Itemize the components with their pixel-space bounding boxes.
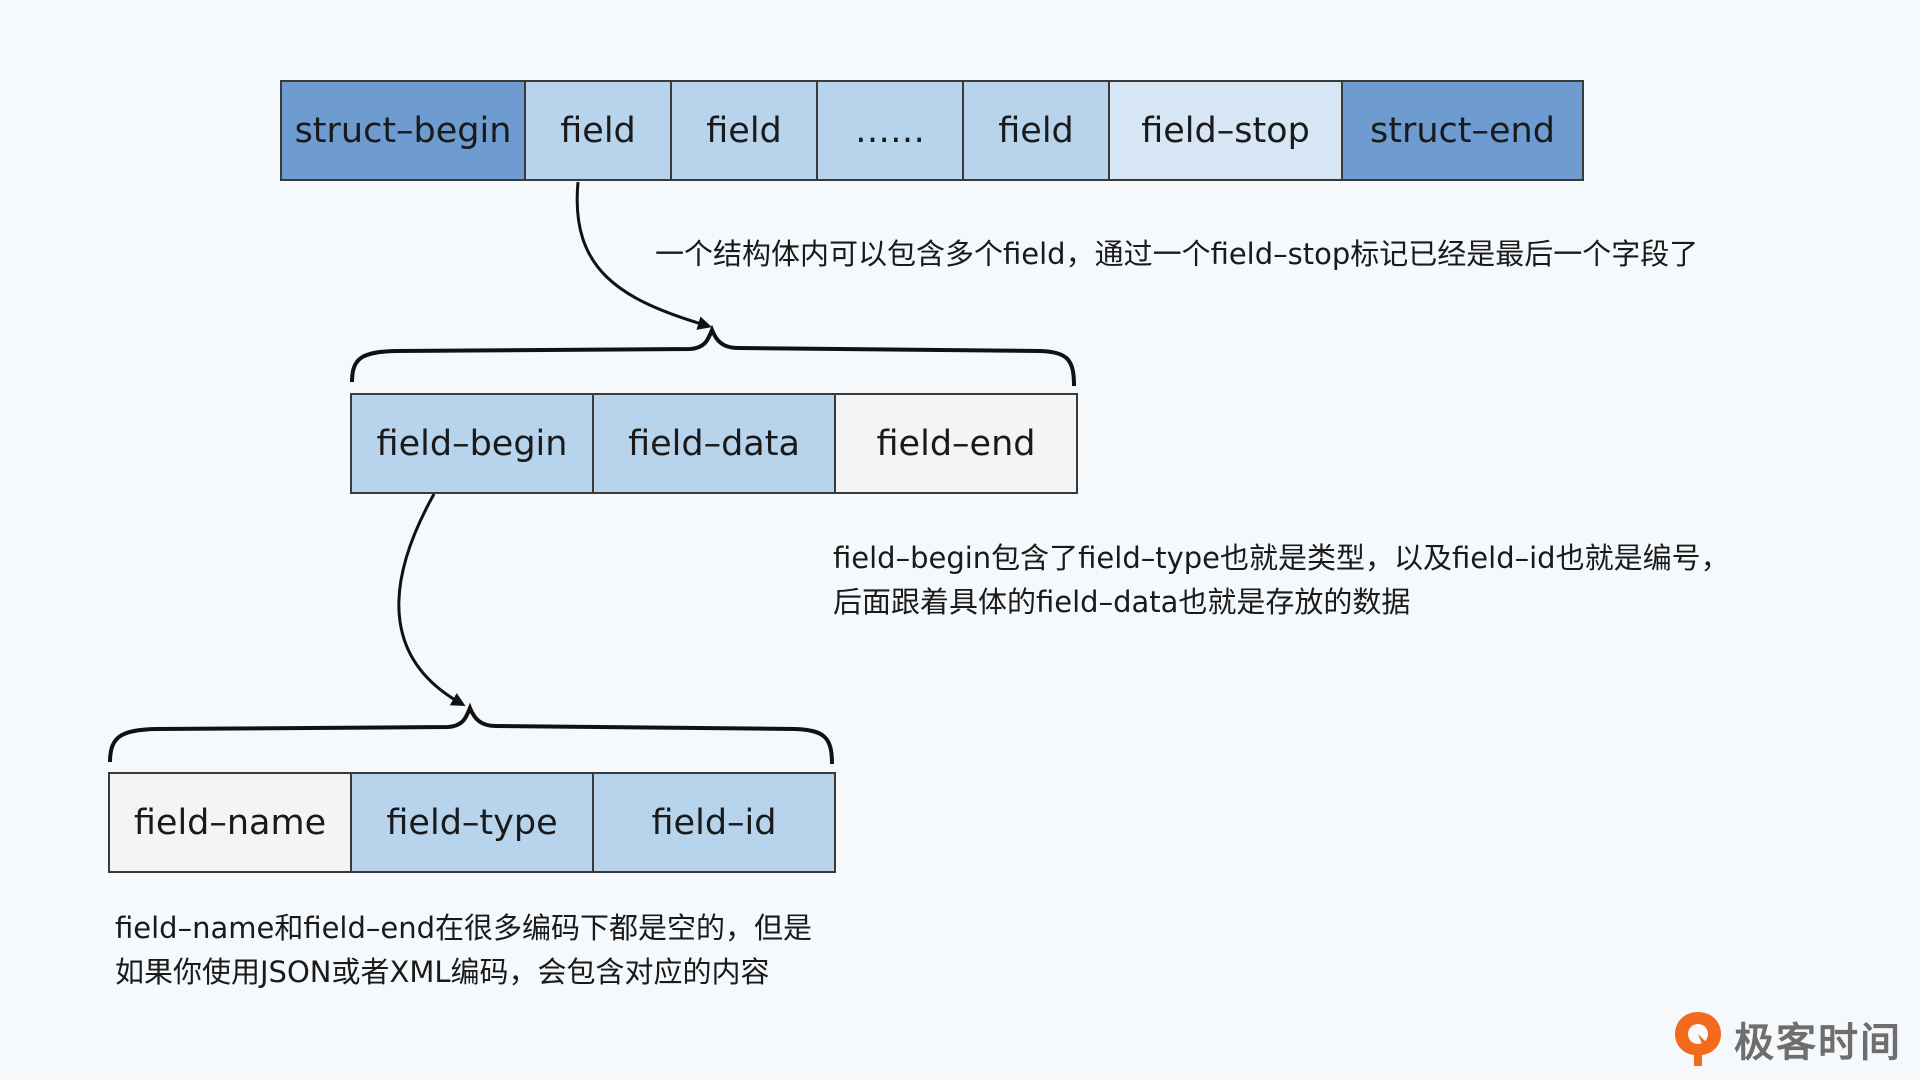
struct-end-cell: struct–end — [1343, 82, 1582, 179]
field-end-cell: field–end — [836, 395, 1076, 492]
field-cell: field — [964, 82, 1110, 179]
field-id-cell: field–id — [594, 774, 834, 871]
geektime-logo-icon — [1675, 1012, 1721, 1066]
ellipsis-cell: …… — [818, 82, 964, 179]
field-begin-cell: field–begin — [352, 395, 594, 492]
field-type-cell: field–type — [352, 774, 594, 871]
brand-logo: 极客时间 — [1672, 1010, 1902, 1068]
field-data-cell: field–data — [594, 395, 836, 492]
arrow-begin-to-begin-detail — [397, 493, 466, 706]
brace-begin-detail — [108, 702, 834, 765]
struct-begin-cell: struct–begin — [282, 82, 526, 179]
field-row: field–begin field–data field–end — [350, 393, 1078, 494]
brace-field-detail — [350, 324, 1076, 387]
field-note: field–begin包含了field–type也就是类型，以及field–id… — [833, 536, 1730, 624]
name-note-line-2: 如果你使用JSON或者XML编码，会包含对应的内容 — [115, 955, 770, 989]
name-note-line-1: field–name和field–end在很多编码下都是空的，但是 — [115, 911, 813, 945]
field-name-cell: field–name — [110, 774, 352, 871]
field-note-line-2: 后面跟着具体的field–data也就是存放的数据 — [833, 585, 1411, 619]
struct-row: struct–begin field field …… field field–… — [280, 80, 1584, 181]
struct-note: 一个结构体内可以包含多个field，通过一个field–stop标记已经是最后一… — [655, 237, 1699, 271]
field-begin-row: field–name field–type field–id — [108, 772, 836, 873]
name-note: field–name和field–end在很多编码下都是空的，但是 如果你使用J… — [115, 906, 812, 994]
logo-text: 极客时间 — [1734, 1020, 1902, 1066]
field-stop-cell: field–stop — [1110, 82, 1343, 179]
field-note-line-1: field–begin包含了field–type也就是类型，以及field–id… — [833, 541, 1730, 575]
field-cell: field — [526, 82, 672, 179]
field-cell: field — [672, 82, 818, 179]
